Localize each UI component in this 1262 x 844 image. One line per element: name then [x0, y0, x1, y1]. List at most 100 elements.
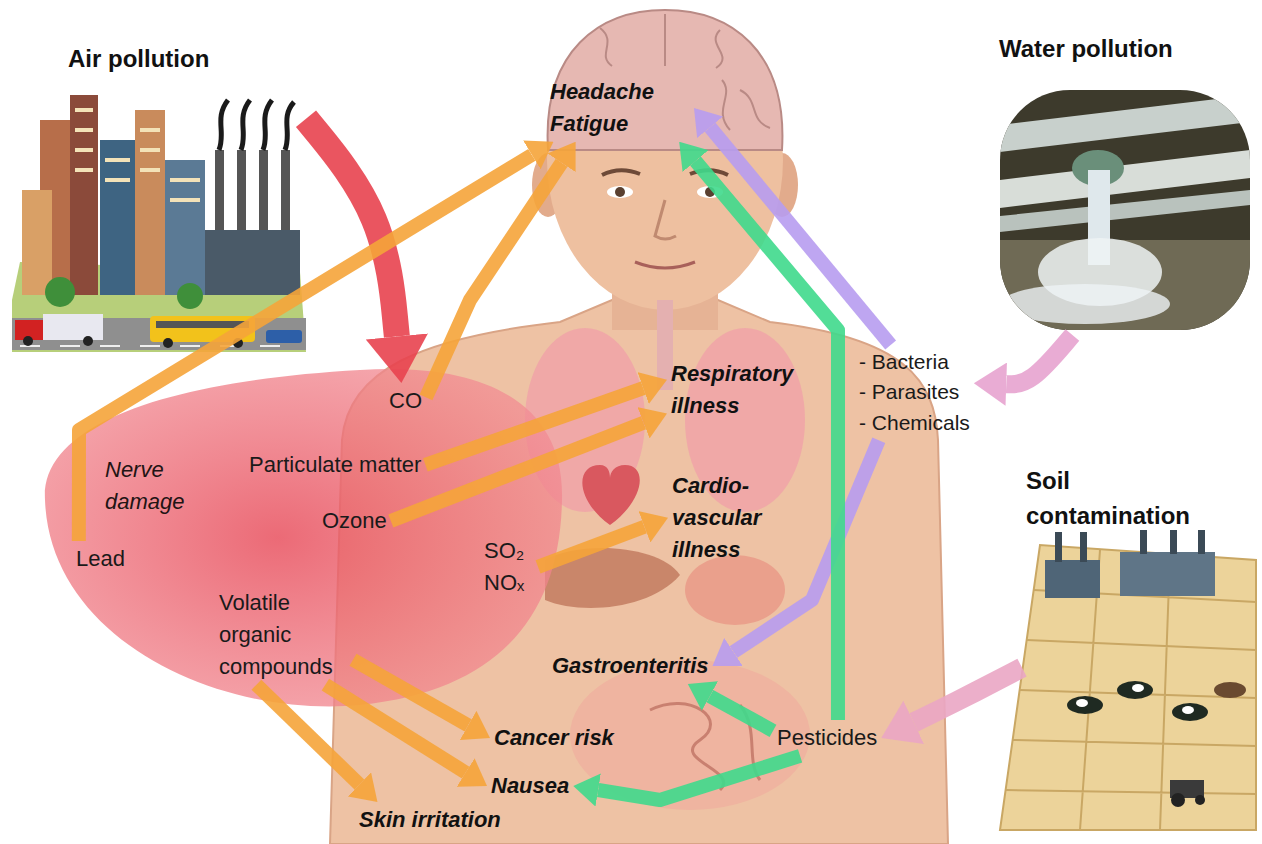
factory	[1120, 552, 1215, 596]
smoke	[219, 100, 294, 150]
cow-patch	[1076, 699, 1088, 707]
effect-text: Cancer risk	[494, 722, 614, 754]
pollution-arrow	[426, 163, 562, 398]
health-effect: Nausea	[487, 768, 573, 804]
pollutant-text: Pesticides	[777, 722, 877, 754]
wheel	[23, 336, 33, 346]
health-effect: Cancer risk	[490, 720, 618, 756]
pollution-arrow	[79, 155, 532, 541]
chimney	[1198, 530, 1205, 554]
truck-trailer	[43, 314, 103, 340]
health-effect: Headache Fatigue	[546, 74, 694, 142]
photo-ground	[1000, 90, 1250, 330]
tree	[177, 283, 203, 309]
cow	[1214, 682, 1246, 698]
pollution-arrow	[598, 756, 800, 800]
pipe	[1000, 190, 1250, 232]
contaminant-item: - Bacteria	[859, 347, 970, 377]
pollutant: Lead	[72, 541, 129, 577]
wheel	[83, 336, 93, 346]
pollution-arrow	[325, 685, 465, 773]
panel-heading: Water pollution	[999, 32, 1249, 67]
effect-text: Nausea	[491, 770, 569, 802]
cow	[1172, 703, 1208, 721]
pollutant: Pesticides	[773, 720, 881, 756]
pollutant: Volatile organic compounds	[215, 585, 353, 685]
nose	[655, 200, 676, 239]
pollutant-text: Lead	[76, 543, 125, 575]
effect-text: Skin irritation	[359, 804, 501, 836]
chimney	[237, 150, 246, 230]
head	[547, 10, 783, 310]
water-splash	[1000, 284, 1170, 324]
source-panel: Water pollution	[995, 30, 1253, 335]
panel-heading: Soil contamination	[1026, 464, 1226, 534]
chimney	[1055, 532, 1062, 562]
soil-illustration	[1000, 530, 1256, 830]
cow	[1117, 681, 1153, 699]
pipe	[1000, 95, 1250, 152]
pollution-arrow	[695, 161, 838, 720]
building	[135, 110, 165, 295]
pollution-arrow	[425, 388, 643, 465]
cow-patch	[1182, 706, 1194, 714]
building	[100, 140, 135, 295]
iris	[615, 187, 625, 197]
car	[266, 330, 302, 343]
pollution-arrow	[734, 440, 879, 652]
pollutant: Ozone	[318, 503, 391, 539]
trachea	[657, 300, 673, 390]
pollution-arrow	[710, 127, 891, 345]
connectors	[79, 119, 1073, 800]
contaminant-item: - Parasites	[859, 377, 970, 407]
pollutant: Particulate matter	[245, 447, 425, 483]
health-effect: Nerve damage	[101, 452, 209, 520]
chimney	[1170, 530, 1177, 554]
chimney	[281, 150, 290, 230]
factory	[1045, 560, 1100, 598]
chimney	[1140, 530, 1147, 554]
eye	[607, 186, 633, 198]
field	[1000, 545, 1256, 830]
tree	[45, 277, 75, 307]
factory	[205, 230, 300, 295]
contaminant-list: - Bacteria- Parasites- Chemicals	[855, 345, 974, 440]
stomach	[685, 555, 785, 625]
water-photo	[1000, 90, 1250, 330]
cow-patch	[1132, 684, 1144, 692]
pollution-arrow	[256, 685, 359, 785]
pollutant-text: Particulate matter	[249, 449, 421, 481]
health-effect: Skin irritation	[355, 802, 505, 838]
brain	[548, 10, 783, 150]
mouth	[635, 262, 695, 268]
pollution-arrow	[306, 119, 397, 337]
pollution-arrow	[1006, 335, 1072, 384]
effect-text: Respiratory illness	[671, 358, 801, 422]
wheel	[163, 338, 173, 348]
pollution-arrow	[538, 527, 644, 567]
pollution-arrow	[710, 696, 773, 731]
effect-text: Nerve damage	[105, 454, 205, 518]
building	[70, 95, 98, 295]
wheel	[1195, 795, 1205, 805]
contaminant-item: - Chemicals	[859, 408, 970, 438]
wheel	[1171, 793, 1185, 807]
pollutant-text: Ozone	[322, 505, 387, 537]
cow	[1067, 696, 1103, 714]
pollutant-text: Volatile organic compounds	[219, 587, 349, 683]
pollutant: SO₂ NOₓ	[480, 533, 538, 601]
bus-windows	[156, 321, 249, 328]
panel-heading: Air pollution	[68, 42, 302, 77]
pollutant-text: SO₂ NOₓ	[484, 535, 534, 599]
pollutant: CO	[385, 383, 426, 419]
pollution-arrow	[391, 423, 644, 521]
health-effect: Gastroenteritis	[548, 648, 713, 684]
chimney	[215, 150, 224, 230]
chimney	[1080, 532, 1087, 562]
effect-text: Gastroenteritis	[552, 650, 709, 682]
field-rows	[1006, 550, 1256, 830]
pollution-arrow	[914, 668, 1022, 723]
